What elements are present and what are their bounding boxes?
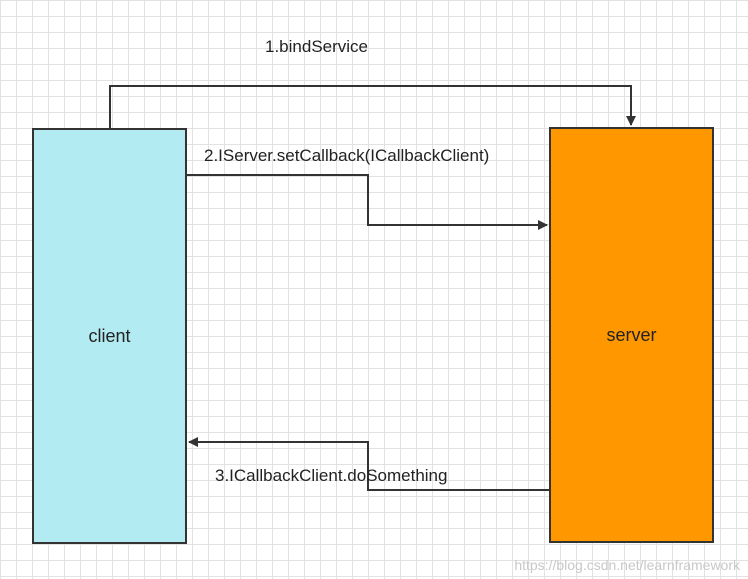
- server-label: server: [606, 324, 657, 345]
- edge-label-dosomething: 3.ICallbackClient.doSomething: [215, 466, 448, 485]
- server-node: server: [549, 127, 714, 543]
- edge-bindservice-arrow: [109, 85, 636, 128]
- client-node: client: [32, 128, 187, 544]
- edge-label-setcallback: 2.IServer.setCallback(ICallbackClient): [204, 146, 490, 165]
- edge-label-bindservice: 1.bindService: [265, 37, 369, 56]
- client-label: client: [88, 325, 131, 346]
- edge-setcallback-arrow: [187, 174, 548, 230]
- watermark-text: https://blog.csdn.net/learnframework: [514, 557, 740, 573]
